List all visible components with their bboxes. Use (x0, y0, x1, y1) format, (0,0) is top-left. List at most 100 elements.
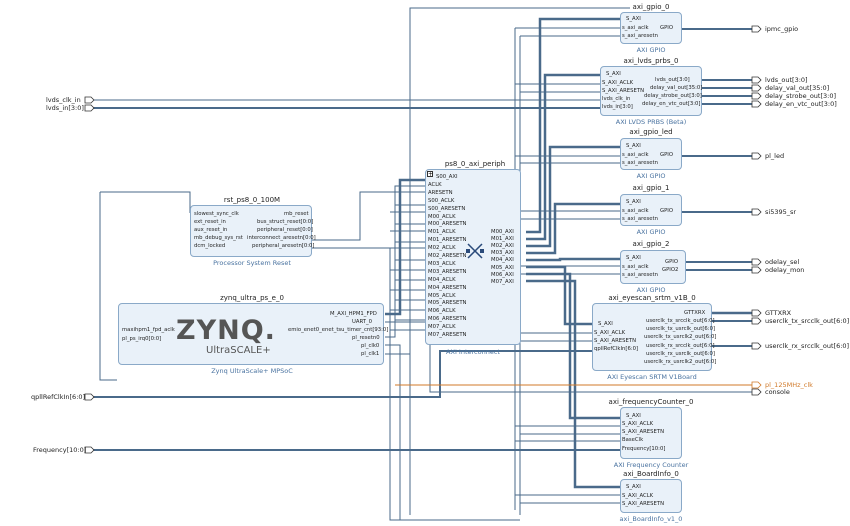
pin: M01_ARESETN (428, 237, 467, 244)
block-subtitle: axi_BoardInfo_v1_0 (619, 515, 683, 523)
block-title: axi_gpio_0 (632, 3, 670, 11)
port-userclk-rx[interactable]: userclk_rx_srcclk_out[6:0] (765, 342, 850, 350)
pin: slowest_sync_clk (194, 211, 239, 217)
port-odelay-mon[interactable]: odelay_mon (765, 266, 805, 274)
pin: GTTXRX (684, 310, 706, 316)
pin: M06_ARESETN (428, 316, 467, 323)
pin: s_axi_aresetn (622, 216, 658, 222)
pin: GPIO (660, 152, 674, 158)
pin: delay_strobe_out[3:0] (644, 93, 702, 99)
block-subtitle: AXI GPIO (636, 228, 666, 236)
port-delay-strobe-out[interactable]: delay_strobe_out[3:0] (765, 92, 837, 100)
pin: s_axi_aclk (622, 264, 649, 270)
pin: M00_ACLK (428, 213, 456, 220)
pin: S_AXI_ARESETN (594, 338, 637, 344)
pin: ACLK (428, 181, 442, 188)
pin: M02_ACLK (428, 245, 456, 252)
block-subtitle: AXI LVDS PRBS (Beta) (615, 118, 687, 126)
port-frequency[interactable]: Frequency[10:0] (33, 446, 87, 454)
pin: userclk_rx_usrclk_out[6:0] (646, 351, 715, 357)
pin: userclk_tx_srcclk_out[6:0] (646, 318, 715, 324)
block-title: axi_gpio_1 (632, 184, 670, 192)
expand-icon[interactable]: + (427, 171, 434, 178)
pin: bus_struct_reset[0:0] (257, 219, 314, 225)
block-subtitle: Processor System Reset (213, 259, 291, 267)
zynq-logo: ZYNQ. (176, 315, 276, 346)
crossbar-icon (466, 243, 484, 259)
ultrascale-logo: UltraSCALE+ (206, 345, 271, 356)
pin: delay_val_out[35:0] (650, 85, 703, 91)
block-title: ps8_0_axi_periph (444, 160, 506, 168)
pin: GPIO (660, 208, 674, 214)
block-subtitle: AXI GPIO (636, 286, 666, 294)
port-ipmc-gpio[interactable]: ipmc_gpio (765, 25, 799, 33)
port-lvds-out[interactable]: lvds_out[3:0] (765, 76, 808, 84)
port-delay-en-vtc-out[interactable]: delay_en_vtc_out[3:0] (765, 100, 837, 108)
pin: BaseClk (622, 437, 644, 443)
port-console[interactable]: console (765, 388, 790, 396)
pin: UART_0 (352, 319, 373, 325)
pin: s_axi_aclk (622, 152, 649, 158)
pin: dcm_locked (194, 243, 226, 249)
pin: S_AXI (626, 199, 641, 205)
pin: maxihpm1_fpd_aclk (122, 327, 175, 333)
port-qpll-ref-clk[interactable]: qpllRefClkIn[6:0] (31, 393, 86, 401)
pin: mb_debug_sys_rst (194, 235, 243, 241)
pin: pl_clk1 (361, 351, 380, 357)
pin: M07_AXI (491, 278, 514, 285)
pin: S_AXI_ACLK (602, 80, 634, 86)
block-subtitle: AXI Interconnect (446, 348, 500, 356)
pin: userclk_tx_usrclk_out[6:0] (646, 326, 716, 332)
pin: M06_ACLK (428, 308, 456, 315)
port-gttxrx[interactable]: GTTXRX (765, 309, 792, 317)
block-subtitle: AXI GPIO (636, 172, 666, 180)
block-title: axi_gpio_led (629, 128, 673, 136)
pin: ext_reset_in (194, 219, 226, 225)
block-subtitle: Zynq UltraScale+ MPSoC (211, 367, 293, 375)
pin: userclk_rx_srcclk_out[6:0] (646, 343, 715, 349)
pin: M05_AXI (491, 264, 514, 271)
pin: M03_AXI (491, 250, 514, 257)
pin: M02_ARESETN (428, 253, 467, 259)
block-title: axi_lvds_prbs_0 (623, 57, 679, 65)
port-delay-val-out[interactable]: delay_val_out[35:0] (765, 84, 830, 92)
pin: S_AXI (606, 71, 621, 77)
pin: S_AXI (626, 484, 641, 490)
wire-qpll (93, 350, 597, 398)
block-subtitle: AXI GPIO (636, 46, 666, 54)
block-subtitle: AXI Eyescan SRTM V1Board (607, 373, 697, 381)
pin: S_AXI (626, 143, 641, 149)
pin: M04_AXI (491, 257, 514, 264)
pin: qpllRefClkIn[6:0] (594, 346, 639, 352)
pin: M00_ARESETN (428, 221, 467, 228)
pin: peripheral_reset[0:0] (257, 227, 313, 233)
pin: userclk_rx_usrclk2_out[6:0] (644, 359, 717, 365)
pin: S_AXI_ACLK (594, 330, 626, 336)
port-lvds-clk-in[interactable]: lvds_clk_in (46, 96, 81, 104)
port-si5395-sr[interactable]: si5395_sr (765, 208, 797, 216)
wire-console (385, 321, 752, 393)
pin: S_AXI (626, 413, 641, 419)
pin: M05_ACLK (428, 292, 456, 299)
pin: s_axi_aresetn (622, 160, 658, 166)
pin: M02_AXI (491, 243, 514, 250)
pin: aux_reset_in (194, 227, 228, 233)
pin: Frequency[10:0] (622, 446, 666, 452)
pin: M07_ACLK (428, 324, 456, 331)
port-pl-led[interactable]: pl_led (765, 152, 785, 160)
pin: S_AXI_ACLK (622, 493, 654, 499)
pin: mb_reset (284, 211, 309, 217)
pin: lvds_out[3:0] (655, 77, 690, 83)
port-lvds-in[interactable]: lvds_in[3:0] (46, 104, 84, 112)
pin: GPIO2 (662, 267, 679, 273)
port-odelay-sel[interactable]: odelay_sel (765, 258, 800, 266)
pin: s_axi_aclk (622, 25, 649, 31)
pin: M05_ARESETN (428, 300, 467, 307)
pin: M03_ACLK (428, 260, 456, 267)
pin: M06_AXI (491, 271, 514, 278)
pin: M01_ACLK (428, 229, 456, 236)
port-pl-125mhz-clk[interactable]: pl_125MHz_clk (765, 381, 813, 389)
pin: pl_clk0 (361, 343, 380, 349)
pin: S00_ACLK (428, 197, 455, 204)
port-userclk-tx[interactable]: userclk_tx_srcclk_out[6:0] (765, 317, 850, 325)
